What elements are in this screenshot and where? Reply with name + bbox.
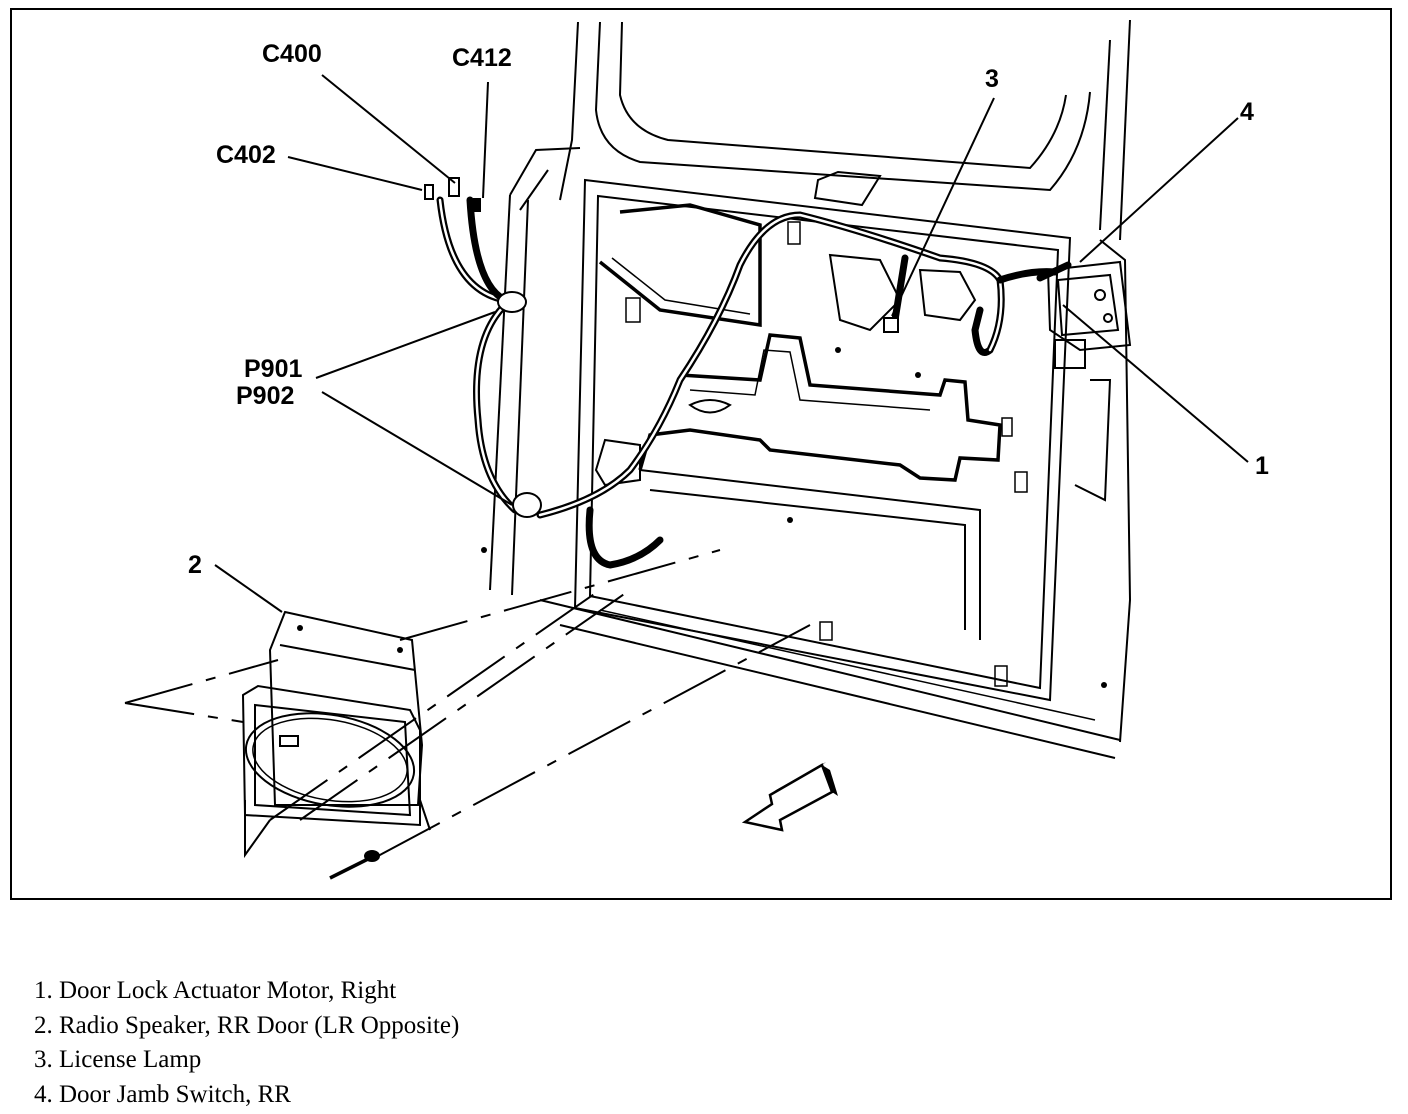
connector-label-p901: P901 [244,355,302,383]
forward-direction-arrow [741,762,838,832]
alignment-lines [124,549,811,857]
connector-label-c400: C400 [262,40,322,68]
speaker-screw [329,850,380,880]
diagram-frame [10,8,1392,900]
wiring-harness [424,177,1059,569]
lock-actuator-area [1036,260,1132,369]
leader-lines [214,74,1249,613]
component-legend: 1. Door Lock Actuator Motor, Right 2. Ra… [34,974,459,1112]
callout-number-1: 1 [1255,452,1269,480]
inner-panel-stamping [481,203,1107,688]
legend-item: 4. Door Jamb Switch, RR [34,1080,291,1108]
legend-item: 3. License Lamp [34,1046,202,1073]
callout-labels: C400 C412 C402 P901 P902 2 3 4 1 [188,40,1269,579]
connector-label-c402: C402 [216,141,276,169]
callout-number-4: 4 [1240,98,1254,126]
radio-speaker [241,610,431,859]
connector-label-p902: P902 [236,382,294,410]
connector-label-c412: C412 [452,44,512,72]
legend-item: 1. Door Lock Actuator Motor, Right [34,977,397,1004]
callout-number-2: 2 [188,551,202,579]
callout-number-3: 3 [985,65,999,93]
door-body [489,19,1132,759]
door-wiring-diagram: C400 C412 C402 P901 P902 2 3 4 1 [124,19,1269,880]
legend-item: 2. Radio Speaker, RR Door (LR Opposite) [34,1011,460,1039]
